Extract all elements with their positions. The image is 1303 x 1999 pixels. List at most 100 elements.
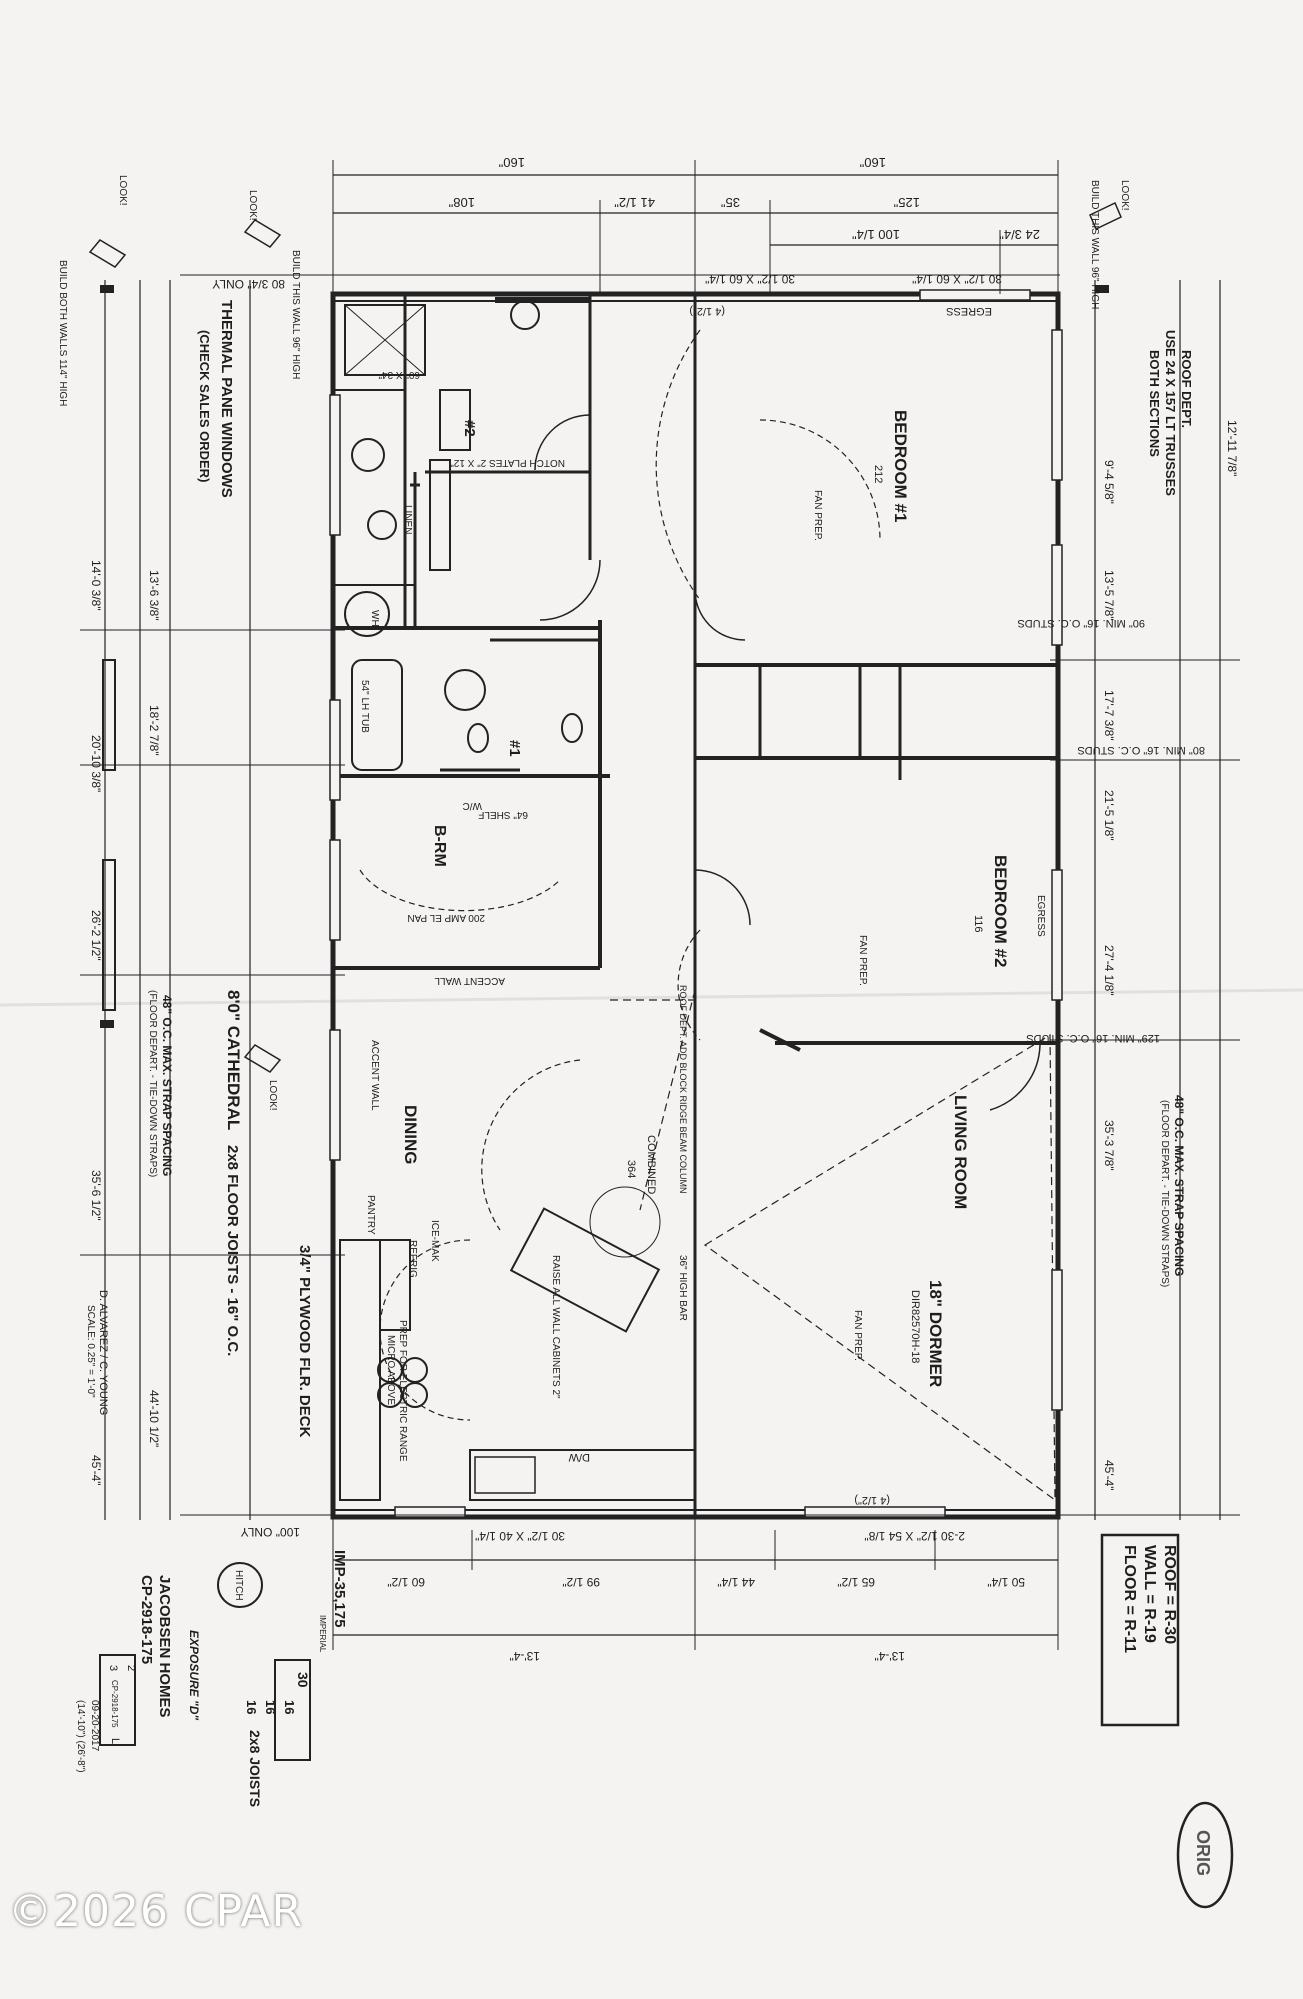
note-look-left-2: LOOK! — [117, 175, 128, 206]
title-date: 09-20-2017 — [89, 1700, 100, 1752]
window-bottom-3: (4 1/2") — [854, 1494, 890, 1506]
dim-right-2: 13'-5 7/8" — [1102, 570, 1116, 621]
label-micro: MICRO ABOVE — [385, 1335, 396, 1405]
note-build96-left: BUILD THIS WALL 96" HIGH — [290, 250, 301, 379]
dim-100: 100 1/4" — [852, 227, 900, 242]
room-bedroom-2: BEDROOM #2 — [991, 855, 1010, 967]
label-linen: LINEN — [402, 505, 413, 534]
title-sizes: (14'-10") (26'-8") — [75, 1700, 86, 1773]
title-joists: 2x8 JOISTS — [247, 1730, 263, 1807]
room-living: LIVING ROOM — [951, 1095, 970, 1209]
note-look-right: LOOK! — [1119, 180, 1130, 211]
note-build-left: BUILD BOTH WALLS 114" HIGH — [57, 260, 68, 406]
stamp-text: ORIG — [1193, 1830, 1213, 1876]
note-both: BOTH SECTIONS — [1147, 350, 1162, 457]
label-accent: ACCENT WALL — [434, 975, 505, 986]
room-bedroom-1-size: 212 — [872, 465, 884, 483]
note-cathedral: 8'0" CATHEDRAL — [224, 990, 243, 1130]
insulation-box — [1100, 1533, 1180, 1727]
note-studs80: 80" MIN. 16" O.C. STUDS — [1077, 744, 1205, 756]
room-bedroom-2-size: 116 — [972, 915, 984, 933]
insulation-wall: WALL = R-19 — [1141, 1545, 1158, 1643]
note-studs90: 90" MIN. 16" O.C. STUDS — [1017, 617, 1145, 629]
label-fan-3: FAN PREP. — [852, 1310, 863, 1361]
room-dormer-code: DIR82570H-18 — [909, 1290, 921, 1363]
insulation-floor: FLOOR = R-11 — [1121, 1545, 1138, 1653]
dim-left-1: 13'-6 3/8" — [147, 570, 161, 621]
label-cabinets: RAISE ALL WALL CABINETS 2" — [550, 1255, 561, 1399]
note-studs129: 129" MIN. 16" O.C. STUDS — [1026, 1032, 1160, 1044]
orig-stamp — [1176, 1801, 1234, 1909]
title-hitch: HITCH — [233, 1570, 244, 1601]
label-shelf: 64" SHELF — [478, 809, 528, 820]
note-drafter: D. ALVAREZ / C. YOUNG — [97, 1290, 109, 1415]
title-rev-b: 3 — [107, 1665, 119, 1671]
label-bar: 36" HIGH BAR — [677, 1255, 688, 1321]
dim-left-7: 45'-4" — [89, 1455, 103, 1486]
note-plywood: 3/4" PLYWOOD FLR. DECK — [296, 1245, 313, 1438]
title-rev-mark: L — [109, 1738, 121, 1744]
label-tub: 54" LH TUB — [359, 680, 370, 733]
label-wh: WH — [369, 610, 380, 627]
dim-right-4: 21'-5 1/8" — [1102, 790, 1116, 841]
label-range: PREP FOR ELECTRIC RANGE — [397, 1320, 408, 1462]
dim-right-0: 12'-11 7/8" — [1225, 420, 1239, 476]
dim-bottom-60: 60 1/2" — [387, 1575, 425, 1589]
label-pantry: PANTRY — [365, 1195, 376, 1235]
water-heater — [344, 591, 390, 637]
dim-35: 35" — [721, 195, 740, 210]
dim-right-5: 27'-4 1/8" — [1102, 945, 1116, 996]
dim-24: 24 3/4" — [999, 227, 1040, 242]
room-bath-2: #2 — [461, 420, 478, 437]
note-trusses: USE 24 X 157 LT TRUSSES — [1163, 330, 1178, 496]
label-refrig: REFRIG. — [407, 1240, 418, 1281]
note-strap-right: 48" O.C. MAX. STRAP SPACING — [1172, 1095, 1186, 1276]
dim-left-5: 35'-6 1/2" — [89, 1170, 103, 1221]
dim-108: 108" — [448, 195, 475, 210]
dim-right-3: 17'-7 3/8" — [1102, 690, 1116, 741]
title-plan: CP-2918-175 — [138, 1575, 155, 1664]
dim-right-1: 9'-4 5/8" — [1102, 460, 1116, 504]
dim-41: 41 1/2" — [614, 195, 655, 210]
note-scale: SCALE: 0.25" = 1'-0" — [85, 1305, 96, 1398]
island — [509, 1207, 661, 1333]
dim-right-7: 45'-4" — [1102, 1460, 1116, 1491]
label-shower: 60" X 34" — [378, 369, 420, 380]
label-wc: W/C — [463, 800, 482, 811]
dim-bottom-44: 44 1/4" — [717, 1575, 755, 1589]
kitchen-counter — [339, 1239, 381, 1501]
title-num3: 16 — [244, 1700, 259, 1714]
note-thermal: THERMAL PANE WINDOWS — [218, 300, 235, 498]
label-fan-2: FAN PREP. — [857, 935, 868, 986]
dim-125: 125" — [893, 195, 920, 210]
pointing-hand-icon — [243, 219, 282, 248]
tub — [351, 659, 403, 771]
window-top-1: 30 1/2" X 60 1/4" — [705, 272, 795, 286]
room-brm: B-RM — [431, 825, 448, 867]
label-panel: 200 AMP EL PAN — [407, 912, 485, 923]
title-company: JACOBSEN HOMES — [156, 1575, 173, 1718]
room-bath-1: #1 — [506, 740, 523, 757]
title-exposure: EXPOSURE "D" — [187, 1630, 201, 1720]
dim-left-3: 20'-10 3/8" — [89, 735, 103, 792]
window-bottom-1: 30 1/2" X 40 1/4" — [475, 1529, 565, 1543]
dim-left-4: 26'-2 1/2" — [89, 910, 103, 961]
title-width: 30 — [295, 1672, 311, 1688]
label-icemak: ICE-MAK — [429, 1220, 440, 1262]
dim-bottom-half-left: 13'-4" — [509, 1649, 540, 1663]
pointing-hand-icon — [88, 239, 127, 268]
dim-80only: 80 3/4" ONLY — [212, 277, 285, 291]
note-look-left: LOOK! — [247, 190, 258, 221]
room-bedroom-1: BEDROOM #1 — [891, 410, 910, 522]
label-notch: NOTCH PLATES 2" X 12" — [450, 457, 565, 468]
window-top-3: (4 1/2") — [689, 305, 725, 317]
label-egress: EGRESS — [1035, 895, 1046, 937]
note-build96-right: BUILD THIS WALL 96" HIGH — [1089, 180, 1100, 309]
dim-left-0: 14'-0 3/8" — [89, 560, 103, 611]
room-dormer: 18" DORMER — [926, 1280, 945, 1387]
title-num1: 16 — [282, 1700, 297, 1714]
dim-bottom-half-right: 13'-4" — [874, 1649, 905, 1663]
dim-bottom-50: 50 1/4" — [987, 1575, 1025, 1589]
dim-top-left: 160" — [498, 155, 525, 170]
note-look-left-3: LOOK! — [267, 1080, 278, 1111]
